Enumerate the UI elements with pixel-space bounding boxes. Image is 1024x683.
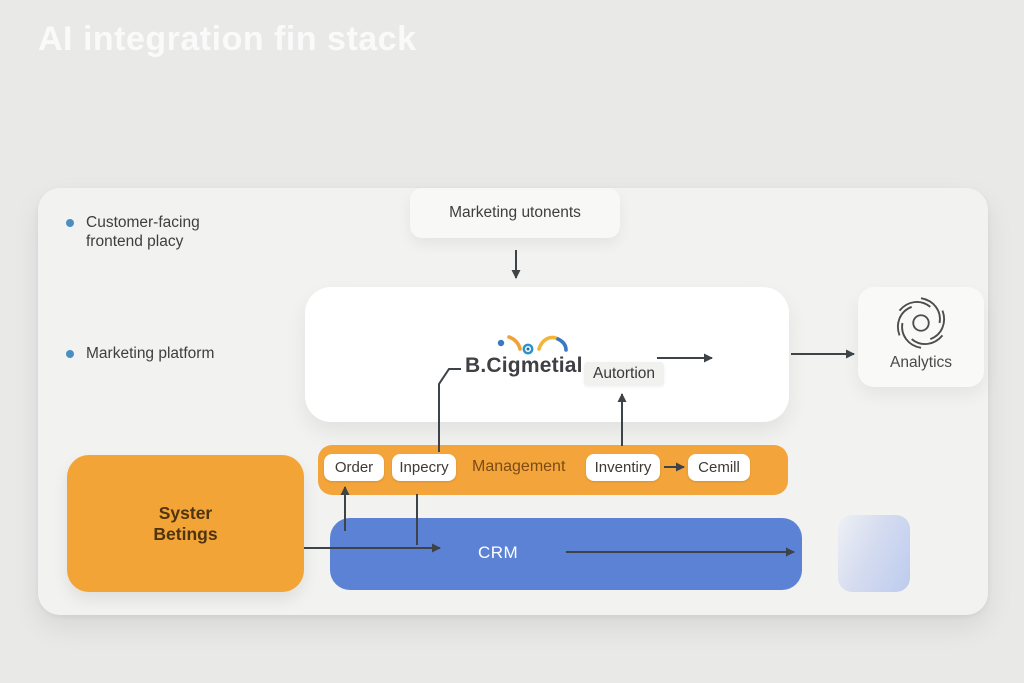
crm-label: CRM <box>478 543 519 562</box>
system-settings-line1: Syster <box>158 502 213 523</box>
logo-sparkle-icon <box>497 335 568 355</box>
management-bar: Order Inpecry Management Inventiry Cemil… <box>318 445 788 495</box>
system-settings-box: Syster Betings <box>67 455 304 592</box>
chip-inventiry: Inventiry <box>586 454 660 481</box>
automation-label: Autortion <box>584 362 665 386</box>
bullet-dot-icon <box>66 350 74 358</box>
bullet-dot-icon <box>66 219 74 227</box>
bullet-label: Customer-facing frontend placy <box>86 214 200 250</box>
platform-logo-text: B.Cigmetial <box>465 354 583 377</box>
marketing-components-label: Marketing utonents <box>449 204 581 221</box>
crm-bar: CRM <box>330 518 802 590</box>
page-title: AI integration fin stack <box>38 20 417 58</box>
analytics-swirl-icon <box>896 297 946 349</box>
bullet-item-customer-facing: Customer-facing frontend placy <box>66 213 236 251</box>
marketing-components-box: Marketing utonents <box>410 188 620 238</box>
system-settings-line2: Betings <box>153 523 218 544</box>
chip-cemill: Cemill <box>688 454 750 481</box>
bullet-label: Marketing platform <box>86 345 215 362</box>
chip-order: Order <box>324 454 384 481</box>
analytics-label: Analytics <box>889 354 953 371</box>
bullet-item-marketing-platform: Marketing platform <box>66 344 286 363</box>
analytics-box: Analytics <box>858 287 984 387</box>
chip-inpecry: Inpecry <box>392 454 456 481</box>
management-bar-label: Management <box>472 458 566 475</box>
gradient-accent-box <box>838 515 910 592</box>
